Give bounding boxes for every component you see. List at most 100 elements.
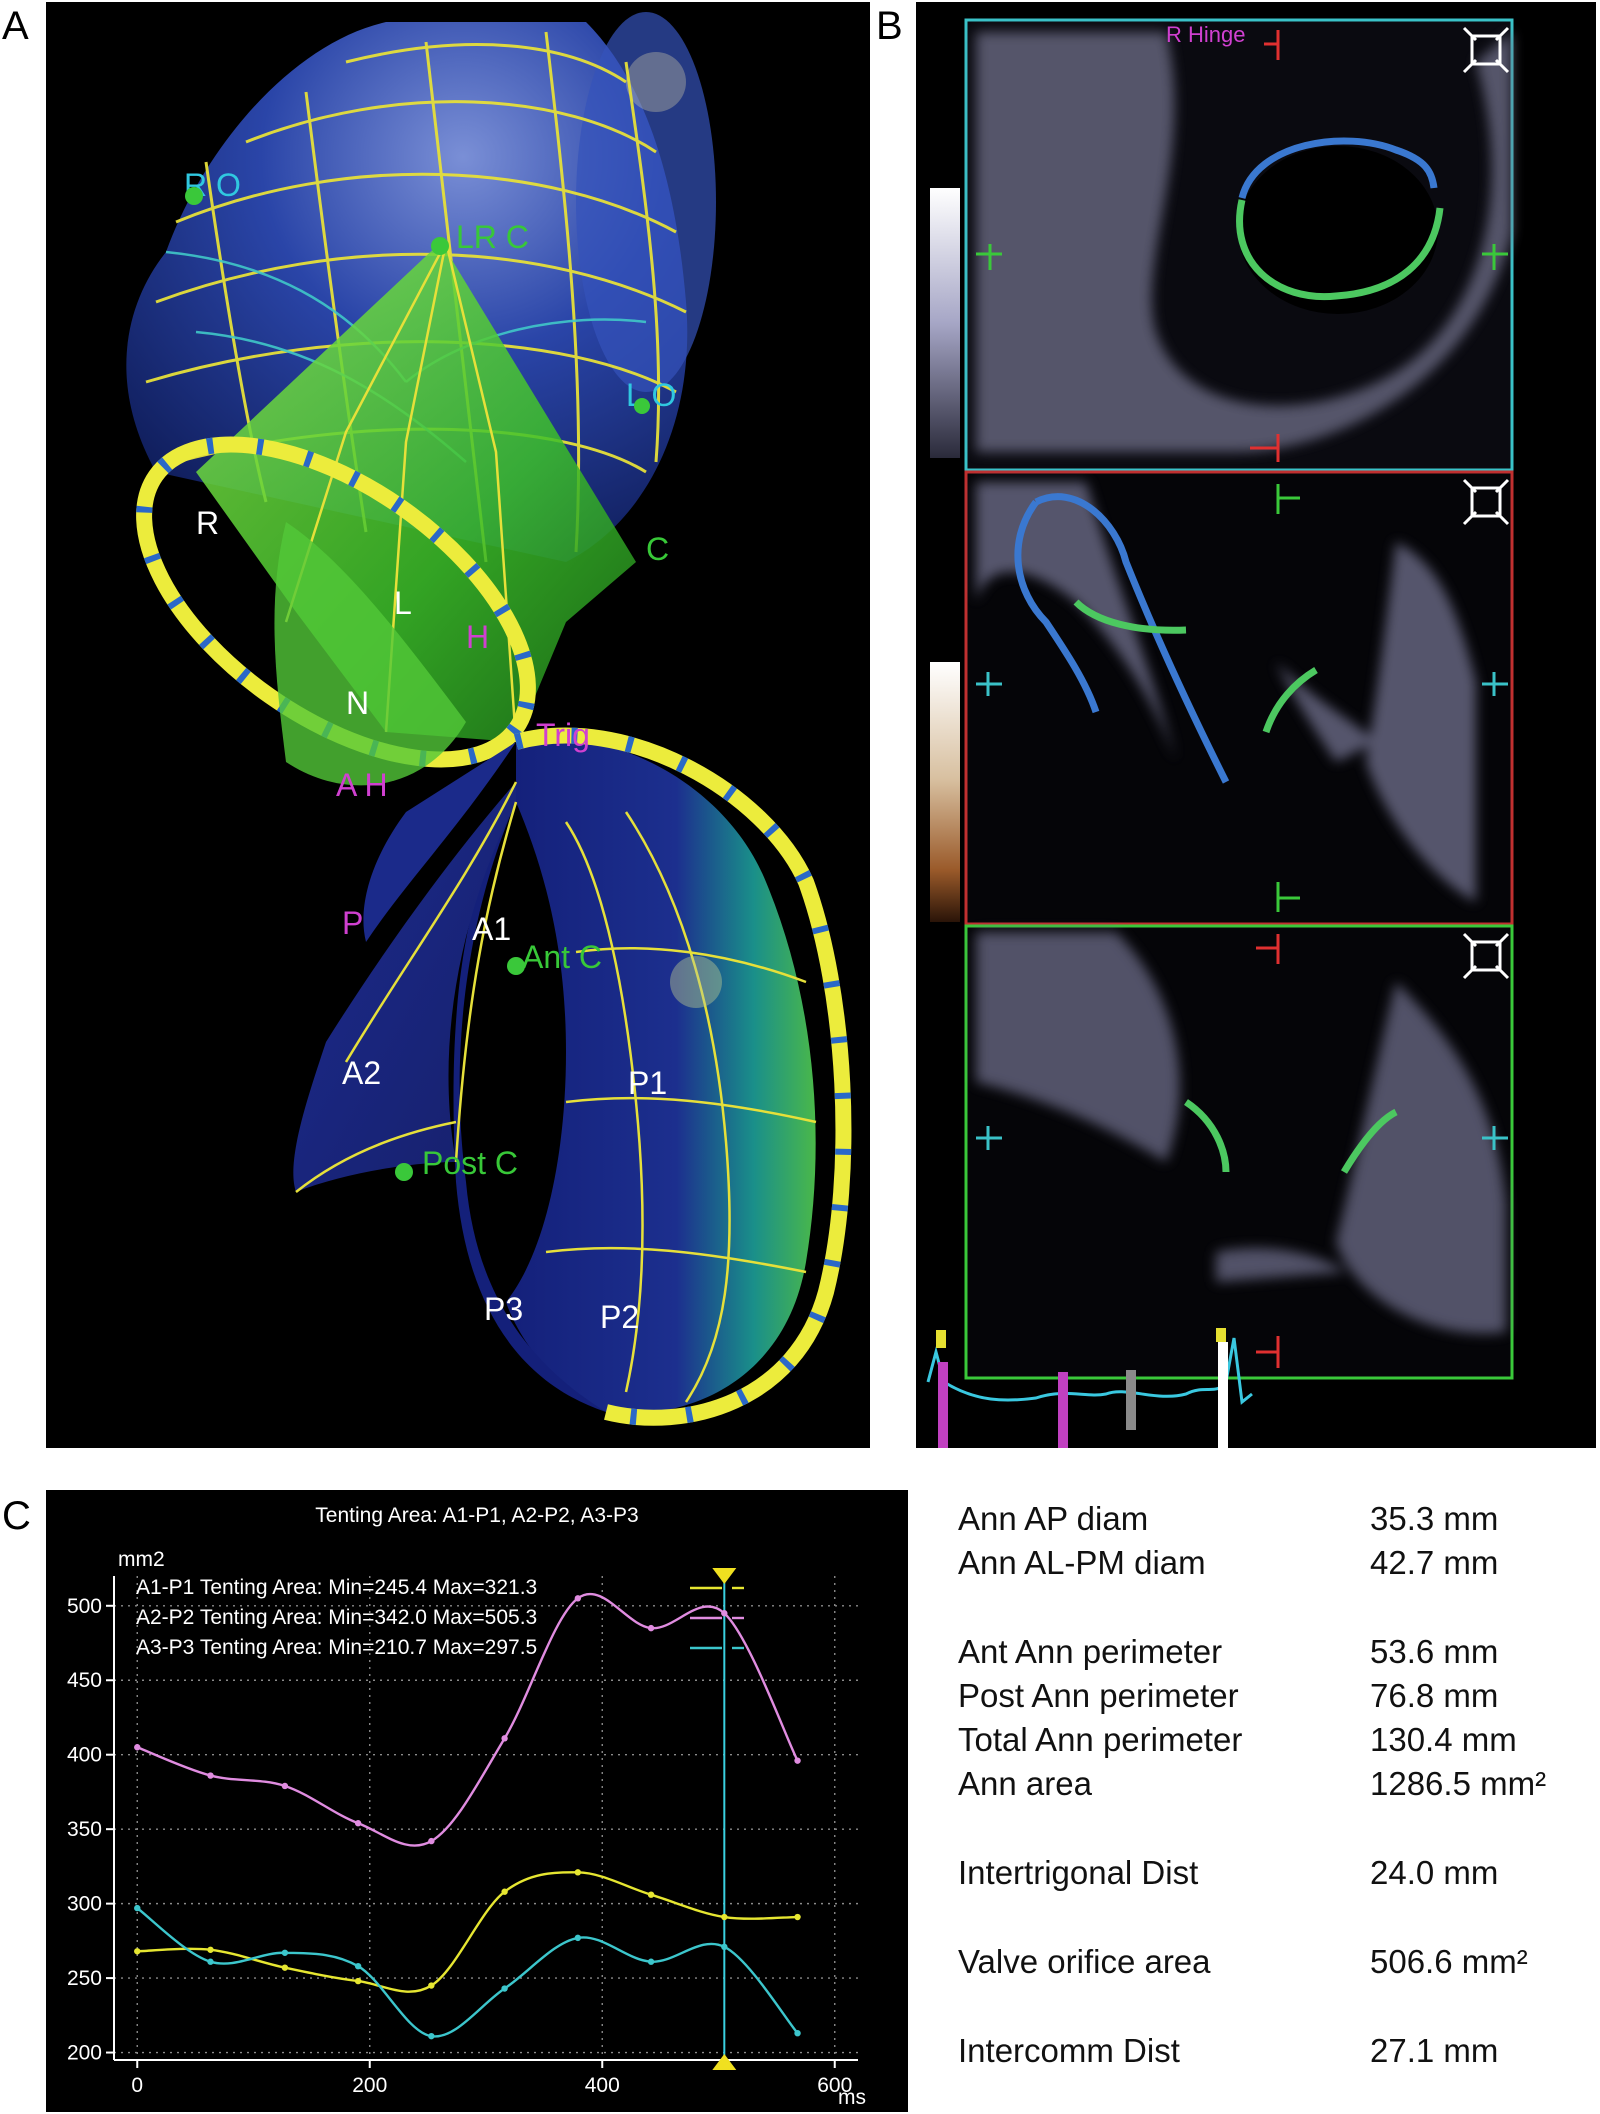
chart-title: Tenting Area: A1-P1, A2-P2, A3-P3	[315, 1504, 638, 1527]
expand-icon[interactable]	[1462, 26, 1510, 74]
data-point	[354, 1977, 362, 1985]
measurement-label: Ant Ann perimeter	[958, 1633, 1223, 1670]
y-axis-unit: mm2	[118, 1548, 165, 1571]
legend-label-1: A1-P1 Tenting Area: Min=245.4 Max=321.3	[136, 1576, 537, 1599]
ecg-trace	[926, 1328, 1253, 1448]
label-a2: A2	[342, 1055, 381, 1091]
data-point	[794, 2029, 801, 2037]
x-tick-label: 600	[817, 2074, 852, 2097]
measurement-value: 24.0 mm	[1370, 1854, 1499, 1891]
data-point	[647, 1891, 655, 1898]
label-trig: Trig	[536, 717, 590, 753]
legend-label-2: A2-P2 Tenting Area: Min=342.0 Max=505.3	[136, 1606, 537, 1629]
data-point	[647, 1624, 655, 1632]
label-a1: A1	[472, 911, 511, 947]
color-colorbar	[930, 662, 960, 922]
y-tick-label: 300	[67, 1893, 102, 1916]
measurement-value: 1286.5 mm²	[1370, 1765, 1547, 1802]
measurement-label: Total Ann perimeter	[958, 1721, 1243, 1758]
data-point	[207, 1958, 214, 1965]
panel-label-a: A	[2, 4, 29, 48]
time-marker-bottom-handle[interactable]	[712, 2054, 737, 2070]
panel-label-c: C	[2, 1494, 31, 1538]
y-tick-label: 350	[67, 1818, 102, 1841]
data-point	[207, 1946, 214, 1953]
label-p1: P1	[628, 1065, 667, 1101]
label-p2: P2	[600, 1299, 639, 1335]
measurement-label: Ann AL-PM diam	[958, 1544, 1206, 1581]
data-point	[794, 1913, 801, 1921]
measurement-row: Ann AL-PM diam 42.7 mm	[958, 1544, 1588, 1584]
data-point	[501, 1888, 508, 1895]
label-r: R	[196, 505, 219, 541]
measurement-row: Ant Ann perimeter 53.6 mm	[958, 1633, 1588, 1673]
data-point	[428, 1982, 435, 1989]
chart-legend: A1-P1 Tenting Area: Min=245.4 Max=321.3A…	[136, 1576, 744, 1659]
label-n: N	[346, 685, 369, 721]
data-point	[428, 1837, 435, 1845]
measurement-label: Intertrigonal Dist	[958, 1854, 1199, 1891]
data-point	[207, 1772, 214, 1779]
label-l-o: L O	[626, 377, 676, 413]
y-tick-label: 400	[67, 1744, 102, 1767]
grayscale-colorbar	[930, 188, 960, 458]
echo-view-long-axis	[964, 470, 1514, 926]
data-point	[281, 1949, 289, 1956]
r-hinge-label: R Hinge	[1166, 22, 1245, 47]
label-ant-c: Ant C	[522, 939, 602, 975]
label-a-h: A H	[336, 767, 388, 803]
data-point	[134, 1744, 141, 1751]
x-tick-label: 0	[131, 2074, 143, 2097]
label-post-c: Post C	[422, 1145, 518, 1181]
series-line-2	[136, 1592, 799, 1847]
echo-multiplanar-views: R Hinge	[916, 2, 1596, 1448]
measurement-label: Valve orifice area	[958, 1943, 1211, 1980]
y-tick-label: 450	[67, 1669, 102, 1692]
mitral-valve-3d-model: R O LR C L O R C L H N Trig A H P A1 Ant…	[46, 2, 870, 1448]
label-p3: P3	[484, 1291, 523, 1327]
data-point	[428, 2032, 435, 2040]
y-tick-label: 250	[67, 1967, 102, 1990]
data-point	[574, 1934, 582, 1942]
data-point	[721, 1913, 728, 1921]
data-point	[794, 1757, 801, 1764]
data-point	[354, 1962, 362, 1970]
expand-icon[interactable]	[1462, 478, 1510, 526]
y-tick-label: 500	[67, 1595, 102, 1618]
data-point	[647, 1958, 655, 1965]
time-marker-top-handle[interactable]	[712, 1568, 737, 1584]
x-tick-label: 400	[585, 2074, 620, 2097]
measurement-row: Ann AP diam 35.3 mm	[958, 1500, 1588, 1540]
chart-background	[46, 1490, 908, 2112]
measurement-label: Ann AP diam	[958, 1500, 1149, 1537]
data-point	[354, 1820, 362, 1827]
measurement-value: 42.7 mm	[1370, 1544, 1499, 1581]
label-lr-c: LR C	[456, 219, 529, 255]
aortic-annulus-ring	[136, 436, 536, 786]
measurement-row: Valve orifice area 506.6 mm²	[958, 1943, 1588, 1983]
label-c: C	[646, 531, 669, 567]
measurement-row: Intertrigonal Dist 24.0 mm	[958, 1854, 1588, 1894]
chart-series	[134, 1592, 801, 2040]
data-point	[721, 1610, 728, 1617]
echo-view-commissural	[964, 924, 1514, 1380]
measurement-label: Intercomm Dist	[958, 2032, 1180, 2069]
expand-icon[interactable]	[1462, 932, 1510, 980]
data-point	[134, 1904, 141, 1912]
label-l: L	[394, 585, 412, 621]
measurement-value: 53.6 mm	[1370, 1633, 1499, 1670]
legend-label-3: A3-P3 Tenting Area: Min=210.7 Max=297.5	[136, 1636, 537, 1659]
measurement-value: 35.3 mm	[1370, 1500, 1499, 1537]
data-point	[501, 1985, 508, 1992]
mitral-leaflets	[293, 727, 852, 1426]
measurement-value: 506.6 mm²	[1370, 1943, 1528, 1980]
x-tick-label: 200	[352, 2074, 387, 2097]
data-point	[574, 1595, 582, 1602]
data-point	[281, 1964, 289, 1971]
panel-label-b: B	[876, 4, 903, 48]
measurement-label: Ann area	[958, 1765, 1092, 1802]
label-h-upper: H	[466, 619, 489, 655]
